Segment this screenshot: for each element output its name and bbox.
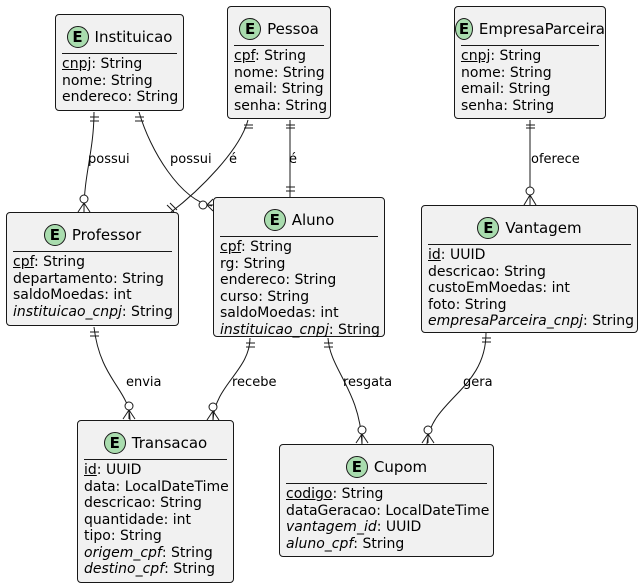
attribute-row: empresaParceira_cnpj: String — [428, 313, 634, 329]
label-oferece: oferece — [531, 152, 580, 167]
divider — [13, 251, 172, 252]
entity-aluno: E Aluno cpf: String rg: String endereco: … — [213, 197, 385, 338]
attribute-row: origem_cpf: String — [84, 544, 213, 561]
edge-pessoa-professor — [169, 119, 249, 214]
attribute-row: descricao: String — [428, 263, 546, 280]
attribute-row: id: UUID — [428, 247, 486, 263]
attribute-row: vantagem_id: UUID — [286, 519, 422, 535]
attribute-row: email: String — [234, 81, 324, 97]
attribute-row: nome: String — [62, 72, 153, 89]
entity-badge-icon: E — [345, 456, 368, 478]
entity-badge-icon: E — [66, 26, 89, 48]
entity-cupom: E Cupom codigo: String dataGeracao: Local… — [279, 444, 494, 557]
attribute-row: departamento: String — [13, 270, 164, 287]
entity-badge-icon: E — [43, 224, 66, 246]
attribute-row: quantidade: int — [84, 511, 191, 528]
attribute-row: tipo: String — [84, 528, 162, 544]
attribute-row: aluno_cpf: String — [286, 535, 405, 552]
label-possui-aluno: possui — [170, 152, 212, 167]
attribute-row: email: String — [461, 81, 551, 97]
attribute-row: destino_cpf: String — [84, 561, 216, 577]
attribute-row: nome: String — [234, 64, 325, 81]
attribute-row: rg: String — [220, 255, 286, 272]
entity-badge-icon: E — [263, 209, 286, 231]
attribute-row: instituicao_cnpj: String — [220, 321, 380, 338]
entity-name: Professor — [71, 226, 142, 244]
attribute-row: endereco: String — [220, 272, 337, 288]
entity-name: Cupom — [373, 458, 428, 476]
entity-badge-icon: E — [455, 18, 473, 40]
divider — [286, 483, 487, 484]
attribute-row: endereco: String — [62, 89, 179, 105]
entity-name: EmpresaParceira — [478, 20, 605, 38]
entity-name: Pessoa — [267, 20, 319, 38]
attribute-row: codigo: String — [286, 486, 384, 502]
label-recebe: recebe — [232, 375, 277, 390]
label-envia: envia — [126, 375, 162, 390]
entity-professor: E Professor cpf: String departamento: Str… — [6, 212, 179, 326]
label-e-aluno: é — [289, 152, 297, 167]
attribute-row: senha: String — [234, 97, 328, 114]
attribute-row: dataGeracao: LocalDateTime — [286, 502, 490, 519]
entity-empresa-parceira: E EmpresaParceira cnpj: String nome: Stri… — [454, 6, 606, 119]
attribute-row: saldoMoedas: int — [13, 287, 132, 303]
attribute-row: custoEmMoedas: int — [428, 280, 570, 296]
attribute-row: cpf: String — [234, 48, 306, 64]
attribute-row: cpf: String — [13, 254, 85, 270]
divider — [62, 53, 177, 54]
label-e-professor: é — [229, 152, 237, 167]
entity-badge-icon: E — [239, 18, 262, 40]
divider — [234, 45, 324, 46]
attribute-row: nome: String — [461, 64, 552, 81]
entity-vantagem: E Vantagem id: UUID descricao: String cus… — [421, 205, 638, 333]
attribute-row: cnpj: String — [62, 56, 143, 72]
divider — [461, 45, 599, 46]
entity-instituicao: E Instituicao cnpj: String nome: String e… — [55, 14, 184, 111]
entity-pessoa: E Pessoa cpf: String nome: String email: … — [227, 6, 331, 119]
divider — [84, 459, 227, 460]
attribute-row: id: UUID — [84, 462, 142, 478]
entity-name: Transacao — [131, 434, 208, 452]
entity-name: Instituicao — [94, 28, 173, 46]
label-gera: gera — [463, 375, 493, 390]
attribute-row: instituicao_cnpj: String — [13, 303, 173, 320]
entity-name: Aluno — [291, 211, 335, 229]
divider — [428, 244, 631, 245]
attribute-row: saldoMoedas: int — [220, 305, 339, 321]
attribute-row: cpf: String — [220, 239, 292, 255]
attribute-row: cnpj: String — [461, 48, 542, 64]
attribute-row: curso: String — [220, 288, 310, 305]
label-resgata: resgata — [343, 375, 393, 390]
label-possui-professor: possui — [88, 152, 130, 167]
entity-badge-icon: E — [477, 217, 500, 239]
entity-name: Vantagem — [505, 219, 582, 237]
entity-badge-icon: E — [103, 432, 126, 454]
attribute-row: senha: String — [461, 97, 555, 114]
edge-aluno-cupom — [327, 337, 363, 445]
attribute-row: foto: String — [428, 296, 507, 313]
attribute-row: descricao: String — [84, 495, 202, 511]
divider — [220, 236, 378, 237]
attribute-row: data: LocalDateTime — [84, 478, 229, 495]
